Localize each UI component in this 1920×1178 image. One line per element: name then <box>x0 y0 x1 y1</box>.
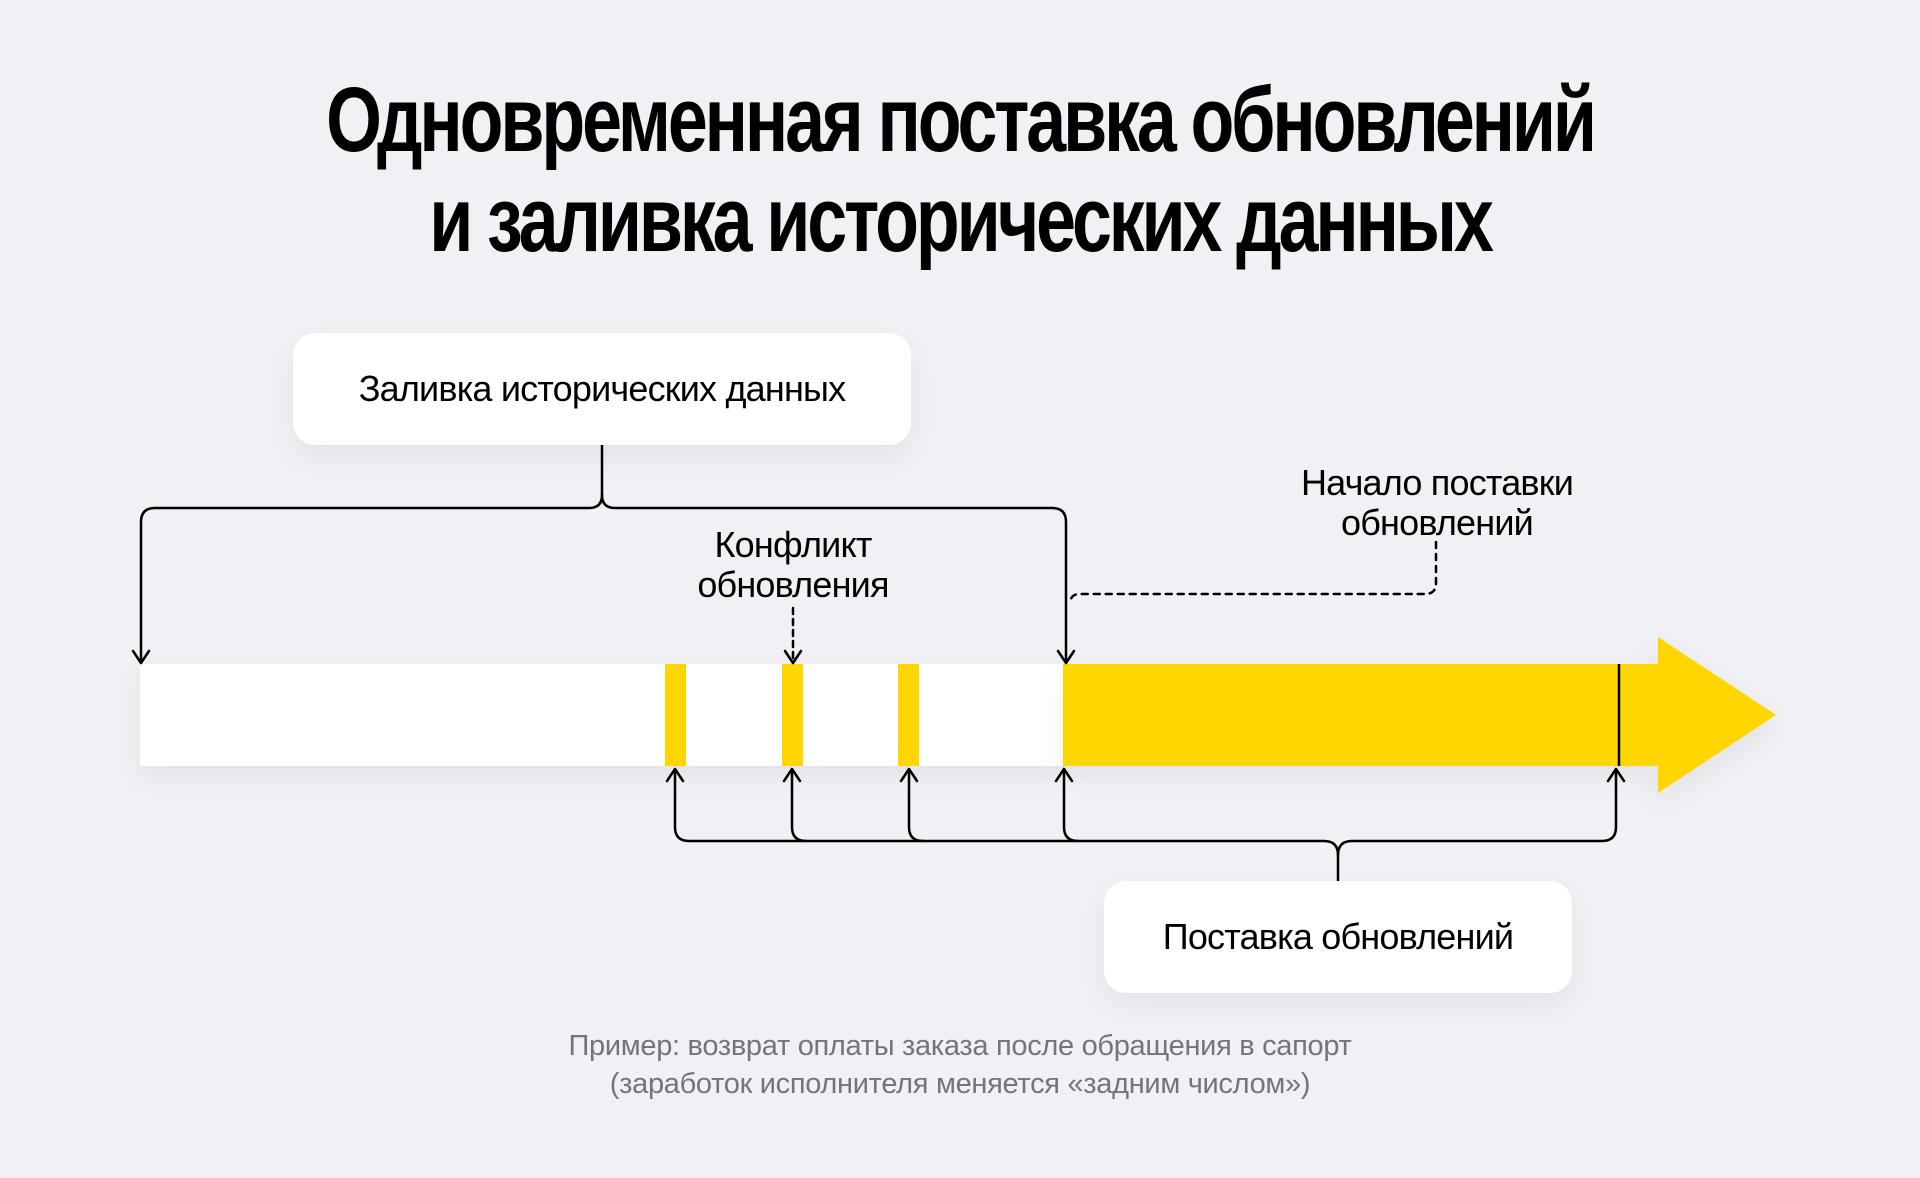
conflict-stripe-1 <box>665 664 686 766</box>
footnote-line-1: Пример: возврат оплаты заказа после обра… <box>568 1030 1352 1062</box>
historical-bar <box>140 664 1066 766</box>
title-line-1: Одновременная поставка обновлений <box>326 69 1597 171</box>
updates-start-label: Начало поставки обновлений <box>1237 463 1637 543</box>
update-conflict-label: Конфликт обновления <box>643 525 943 605</box>
updates-delivery-label-text: Поставка обновлений <box>1162 916 1514 957</box>
conflict-stripe-2 <box>782 664 803 766</box>
historical-load-label: Заливка исторических данных <box>293 333 911 445</box>
historical-brace <box>131 443 1076 665</box>
page-title: Одновременная поставка обновлений и зали… <box>211 70 1709 270</box>
footnote-line-2: (заработок исполнителя меняется «задним … <box>609 1068 1311 1100</box>
updates-start-line-1: Начало поставки <box>1300 462 1574 503</box>
update-conflict-line-2: обновления <box>697 564 889 605</box>
updates-start-pointer <box>1068 540 1438 606</box>
update-conflict-line-1: Конфликт <box>714 524 872 565</box>
title-line-2: и заливка исторических данных <box>429 169 1494 271</box>
updates-delivery-label: Поставка обновлений <box>1104 881 1572 993</box>
conflict-pointer <box>783 606 803 665</box>
historical-load-label-text: Заливка исторических данных <box>358 368 846 409</box>
updates-start-line-2: обновлений <box>1341 502 1534 543</box>
updates-brace <box>665 767 1626 883</box>
footnote: Пример: возврат оплаты заказа после обра… <box>0 1027 1920 1103</box>
updates-arrow <box>1063 637 1776 793</box>
conflict-stripe-3 <box>898 664 919 766</box>
